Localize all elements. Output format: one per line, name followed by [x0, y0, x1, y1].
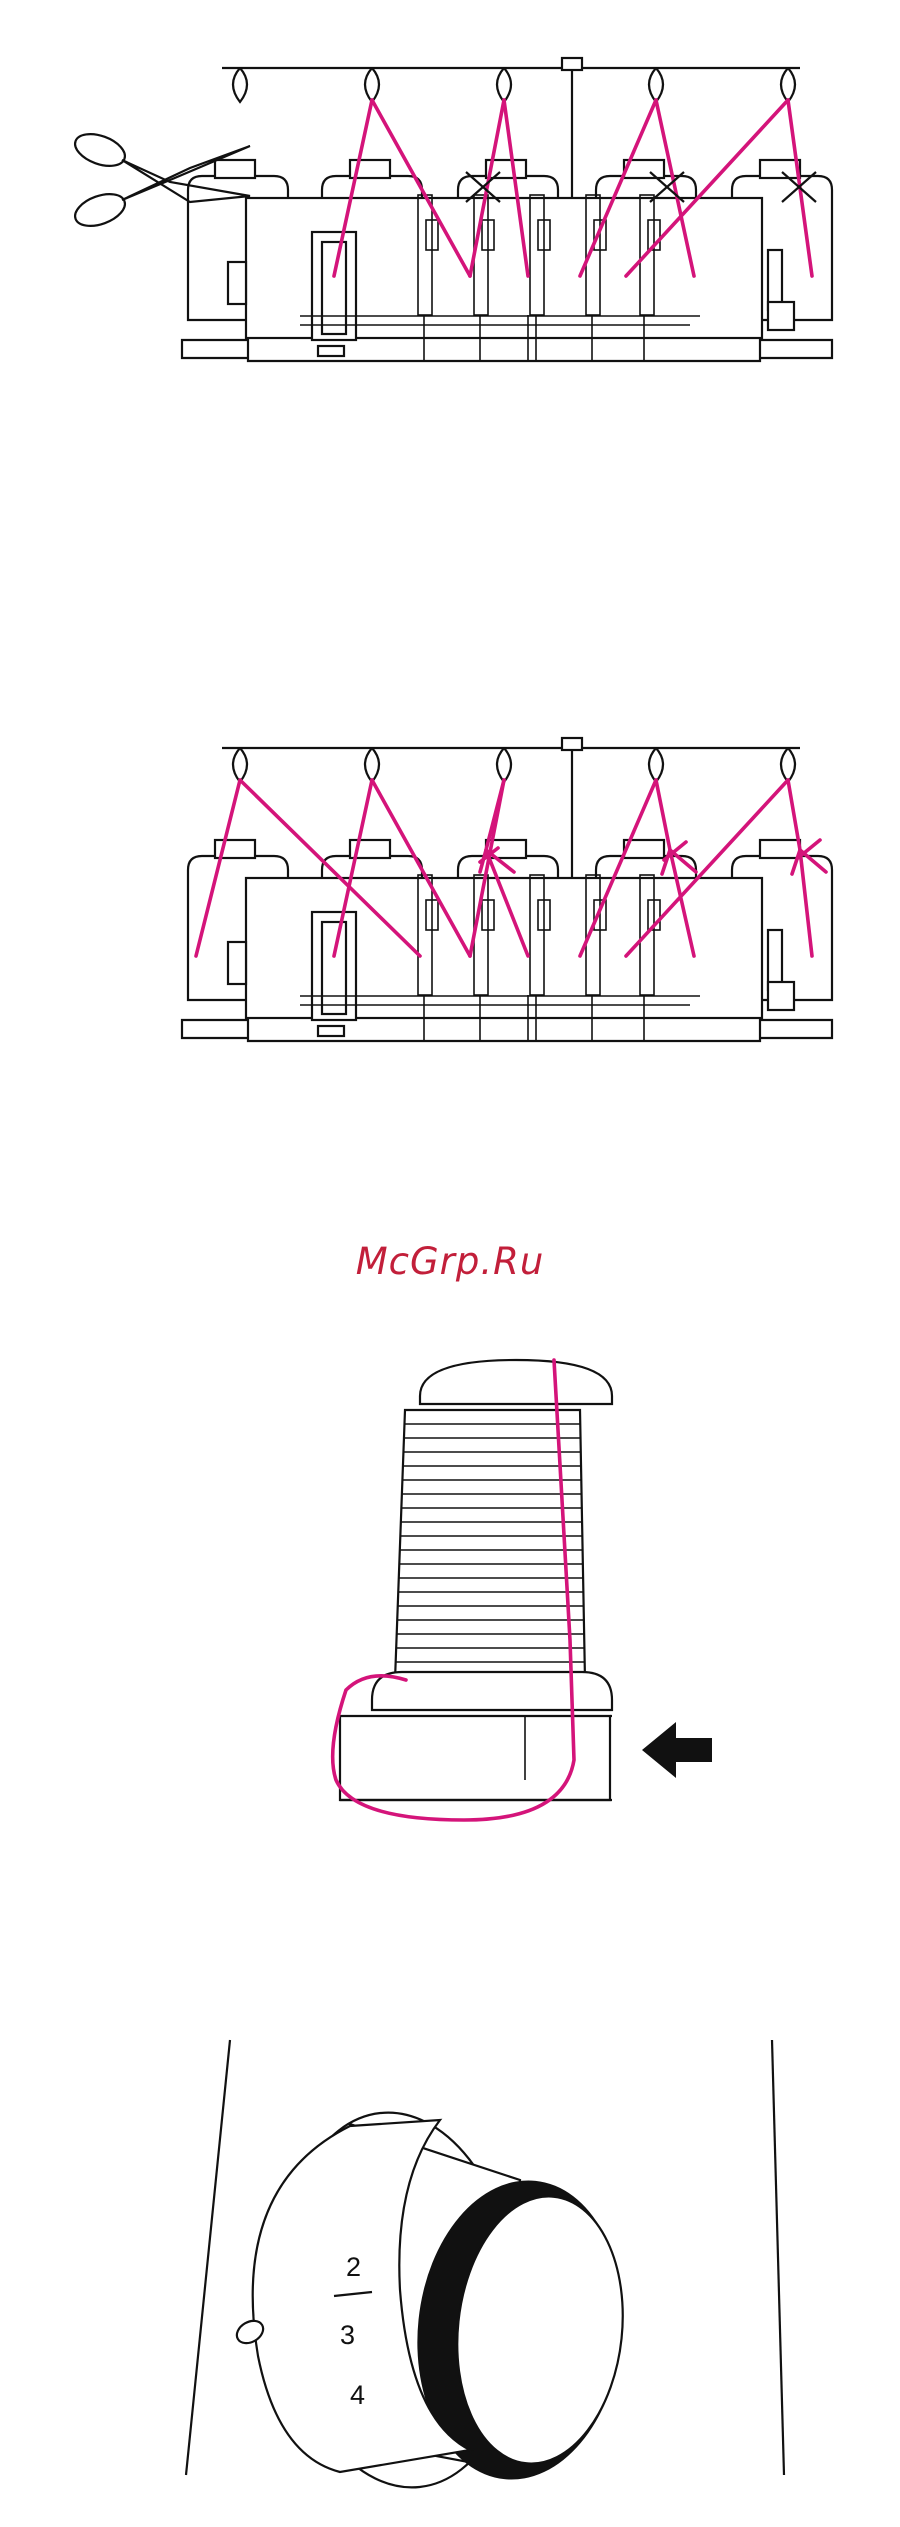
arrow-left-icon	[642, 1722, 712, 1778]
dial-number-3: 3	[340, 2320, 355, 2351]
dial-number-4: 4	[350, 2380, 365, 2411]
serger-tied-threads-illustration	[0, 720, 900, 1280]
spool-thread-illustration	[0, 1340, 900, 1860]
thread-guides	[233, 68, 795, 102]
dial-number-2: 2	[346, 2252, 361, 2283]
thread-guides	[233, 748, 795, 782]
serger-cut-threads-illustration	[0, 40, 900, 600]
watermark: McGrp.Ru	[0, 1240, 900, 1283]
serger-machine	[182, 195, 832, 361]
tension-dial-illustration	[0, 2030, 900, 2500]
